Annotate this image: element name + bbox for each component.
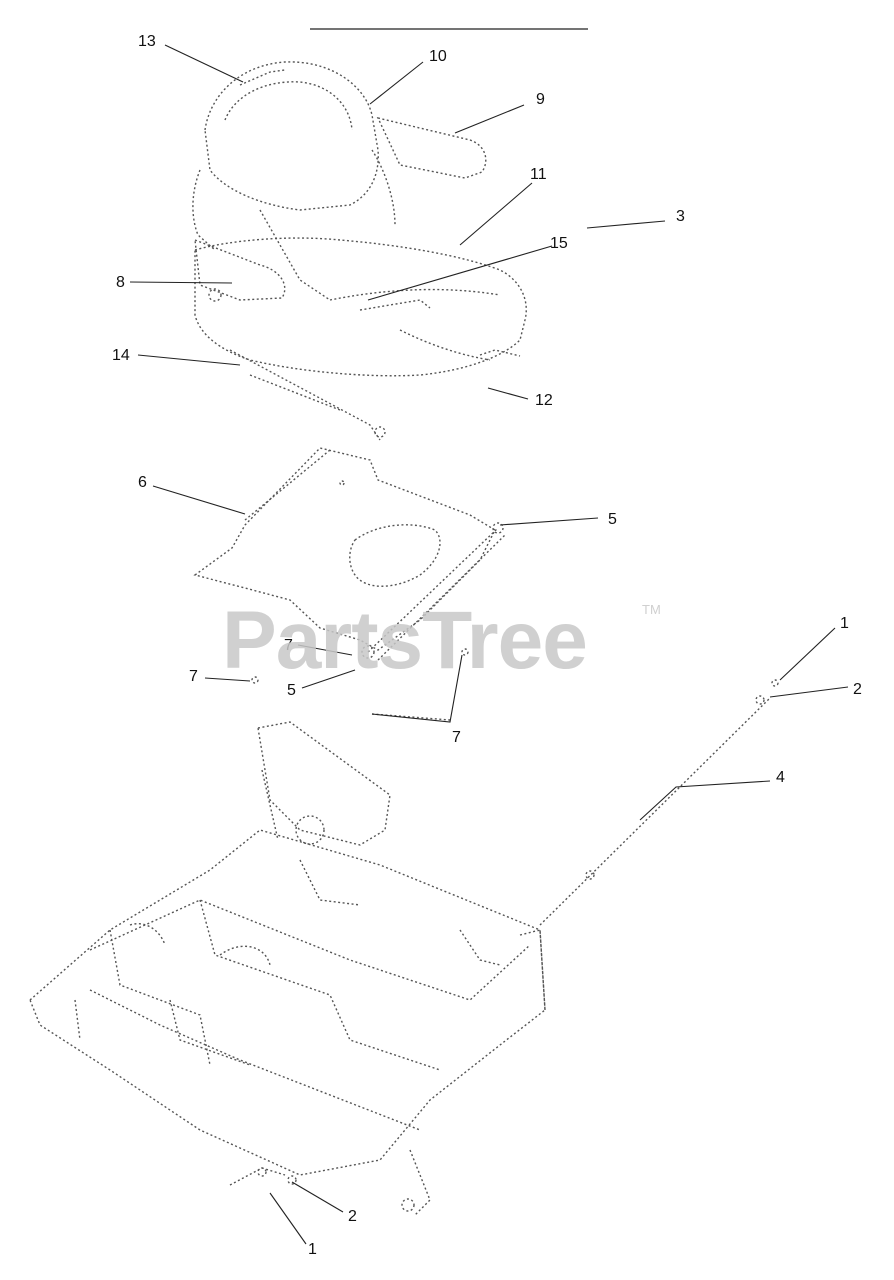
callout-5-top: 5 [608,511,617,528]
callout-12: 12 [535,392,553,409]
callout-9: 9 [536,91,545,108]
callout-7-left: 7 [189,668,198,685]
mower-frame [29,721,546,1216]
watermark-logo: PartsTree [222,595,587,686]
callout-7-lower: 7 [452,729,461,746]
callout-15: 15 [550,235,568,252]
callout-5-bottom: 5 [287,682,296,699]
callout-2-bottom: 2 [348,1208,357,1225]
callout-1-bottom: 1 [308,1241,317,1258]
watermark-trademark: TM [642,602,661,617]
callout-7-upper: 7 [284,637,293,654]
callout-1-right: 1 [840,615,849,632]
callout-13: 13 [138,33,156,50]
callout-10: 10 [429,48,447,65]
partstree-watermark: PartsTree TM [222,595,661,686]
seat-assembly [192,61,527,441]
callout-3: 3 [676,208,685,225]
callout-11: 11 [530,166,547,183]
callout-2-right: 2 [853,681,862,698]
callout-14: 14 [112,347,130,364]
callout-4: 4 [776,769,785,786]
callout-8: 8 [116,274,125,291]
callout-6: 6 [138,474,147,491]
callout-labels: 13 10 9 11 3 15 8 14 12 6 5 7 7 5 7 1 2 … [112,33,862,1258]
seat-mounting-plate [193,447,506,721]
callout-leaders [129,44,849,1245]
seat-adjustment-rod [539,679,779,926]
